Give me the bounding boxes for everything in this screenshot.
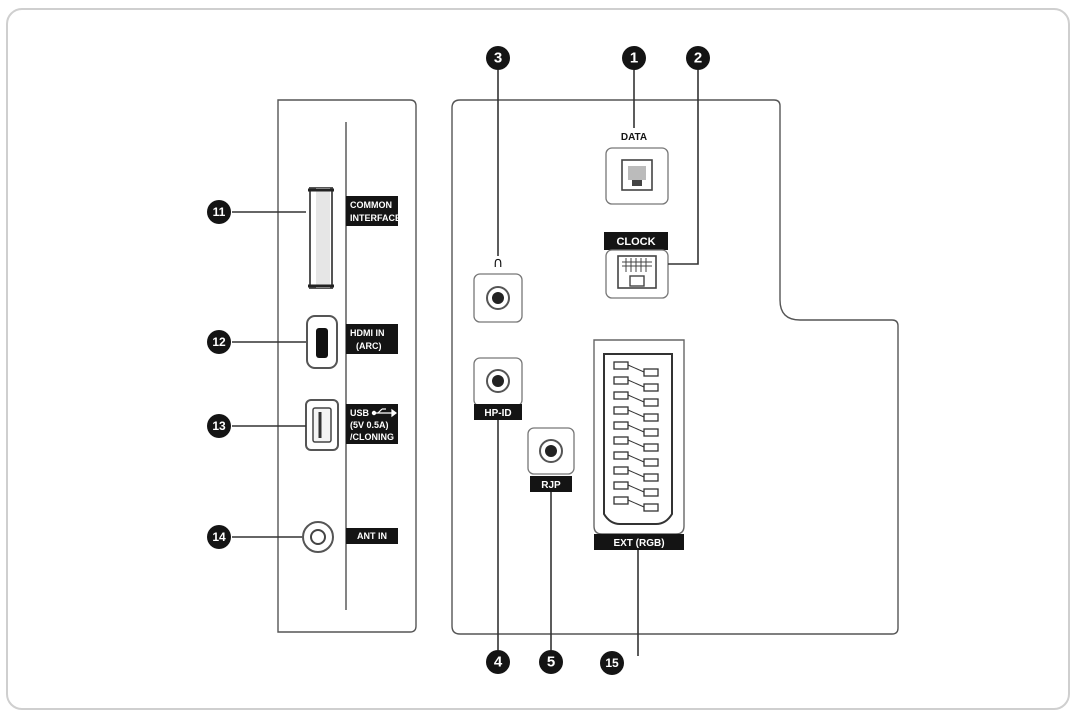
scart-pin-link xyxy=(627,454,645,463)
clock-port xyxy=(605,249,669,299)
callout-13: 13 xyxy=(207,414,231,438)
scart-pin xyxy=(643,398,659,407)
usb-label-3: /CLONING xyxy=(350,432,394,442)
scart-pin-link xyxy=(627,364,645,373)
callout-4: 4 xyxy=(486,650,510,674)
ant-label: ANT IN xyxy=(357,531,387,541)
callout-15: 15 xyxy=(600,651,624,675)
scart-pin xyxy=(643,443,659,452)
usb-label-2: (5V 0.5A) xyxy=(350,420,389,430)
rjp-label: RJP xyxy=(541,480,561,491)
usb-port xyxy=(305,399,339,451)
rjp-jack xyxy=(527,427,575,475)
scart-pins xyxy=(613,361,659,512)
scart-pin xyxy=(643,413,659,422)
hp-id-label: HP-ID xyxy=(484,408,511,419)
scart-pin xyxy=(613,391,629,400)
scart-pin-link xyxy=(627,439,645,448)
scart-pin-link xyxy=(627,484,645,493)
usb-label-1: USB xyxy=(350,408,370,418)
svg-text:11: 11 xyxy=(213,205,226,219)
clock-label-bg xyxy=(604,232,668,250)
side-panel xyxy=(277,99,417,633)
callout-1: 1 xyxy=(622,46,646,70)
scart-pin xyxy=(613,451,629,460)
hdmi-label-1: HDMI IN xyxy=(350,328,385,338)
scart-pin xyxy=(613,361,629,370)
callout-3: 3 xyxy=(486,46,510,70)
data-label: DATA xyxy=(621,132,647,143)
common-interface-label-1: COMMON xyxy=(350,200,392,210)
callout-14: 14 xyxy=(207,525,231,549)
common-interface-label-2: INTERFACE xyxy=(350,213,401,223)
svg-text:3: 3 xyxy=(494,50,502,67)
svg-text:13: 13 xyxy=(212,419,226,433)
ext-label-bg xyxy=(594,534,684,550)
callout-5: 5 xyxy=(539,650,563,674)
scart-pin-link xyxy=(627,499,645,508)
scart-pin xyxy=(613,376,629,385)
scart-pin-link xyxy=(627,409,645,418)
hp-id-jack xyxy=(473,357,523,407)
scart-pin xyxy=(613,496,629,505)
scart-pin xyxy=(643,428,659,437)
ext-label: EXT (RGB) xyxy=(613,538,664,549)
hdmi-port xyxy=(306,315,338,369)
usb-label-bg xyxy=(346,404,398,444)
svg-text:14: 14 xyxy=(212,530,226,544)
hp-id-label-bg xyxy=(474,404,522,420)
scart-pin xyxy=(643,503,659,512)
scart-pin-link xyxy=(627,469,645,478)
headphone-icon: ∩ xyxy=(493,255,503,271)
scart-pin-link xyxy=(627,424,645,433)
scart-pin xyxy=(643,368,659,377)
headphone-jack xyxy=(473,273,523,323)
callout-11: 11 xyxy=(207,200,231,224)
svg-text:2: 2 xyxy=(694,50,702,67)
scart-pin xyxy=(613,406,629,415)
callout-2: 2 xyxy=(686,46,710,70)
svg-text:15: 15 xyxy=(605,656,619,670)
rjp-label-bg xyxy=(530,476,572,492)
ant-label-bg xyxy=(346,528,398,544)
lead-lines xyxy=(232,70,699,656)
scart-pin xyxy=(643,383,659,392)
scart-pin xyxy=(613,436,629,445)
svg-text:4: 4 xyxy=(494,654,503,671)
common-interface-label-bg xyxy=(346,196,398,226)
scart-pin xyxy=(613,466,629,475)
hdmi-label-2: (ARC) xyxy=(356,341,382,351)
scart-pin xyxy=(643,473,659,482)
scart-pin-link xyxy=(627,394,645,403)
ant-in-port xyxy=(302,521,334,553)
ext-rgb-connector xyxy=(593,339,685,535)
scart-pin xyxy=(643,488,659,497)
hdmi-label-bg xyxy=(346,324,398,354)
clock-label: CLOCK xyxy=(616,236,655,248)
callout-12: 12 xyxy=(207,330,231,354)
usb-icon xyxy=(371,408,397,418)
svg-text:5: 5 xyxy=(547,654,555,671)
scart-pin-link xyxy=(627,379,645,388)
scart-pin xyxy=(643,458,659,467)
data-port xyxy=(605,147,669,205)
scart-pin xyxy=(613,421,629,430)
common-interface-slot xyxy=(308,187,334,289)
scart-pin xyxy=(613,481,629,490)
svg-text:12: 12 xyxy=(212,335,226,349)
svg-text:1: 1 xyxy=(630,50,638,67)
